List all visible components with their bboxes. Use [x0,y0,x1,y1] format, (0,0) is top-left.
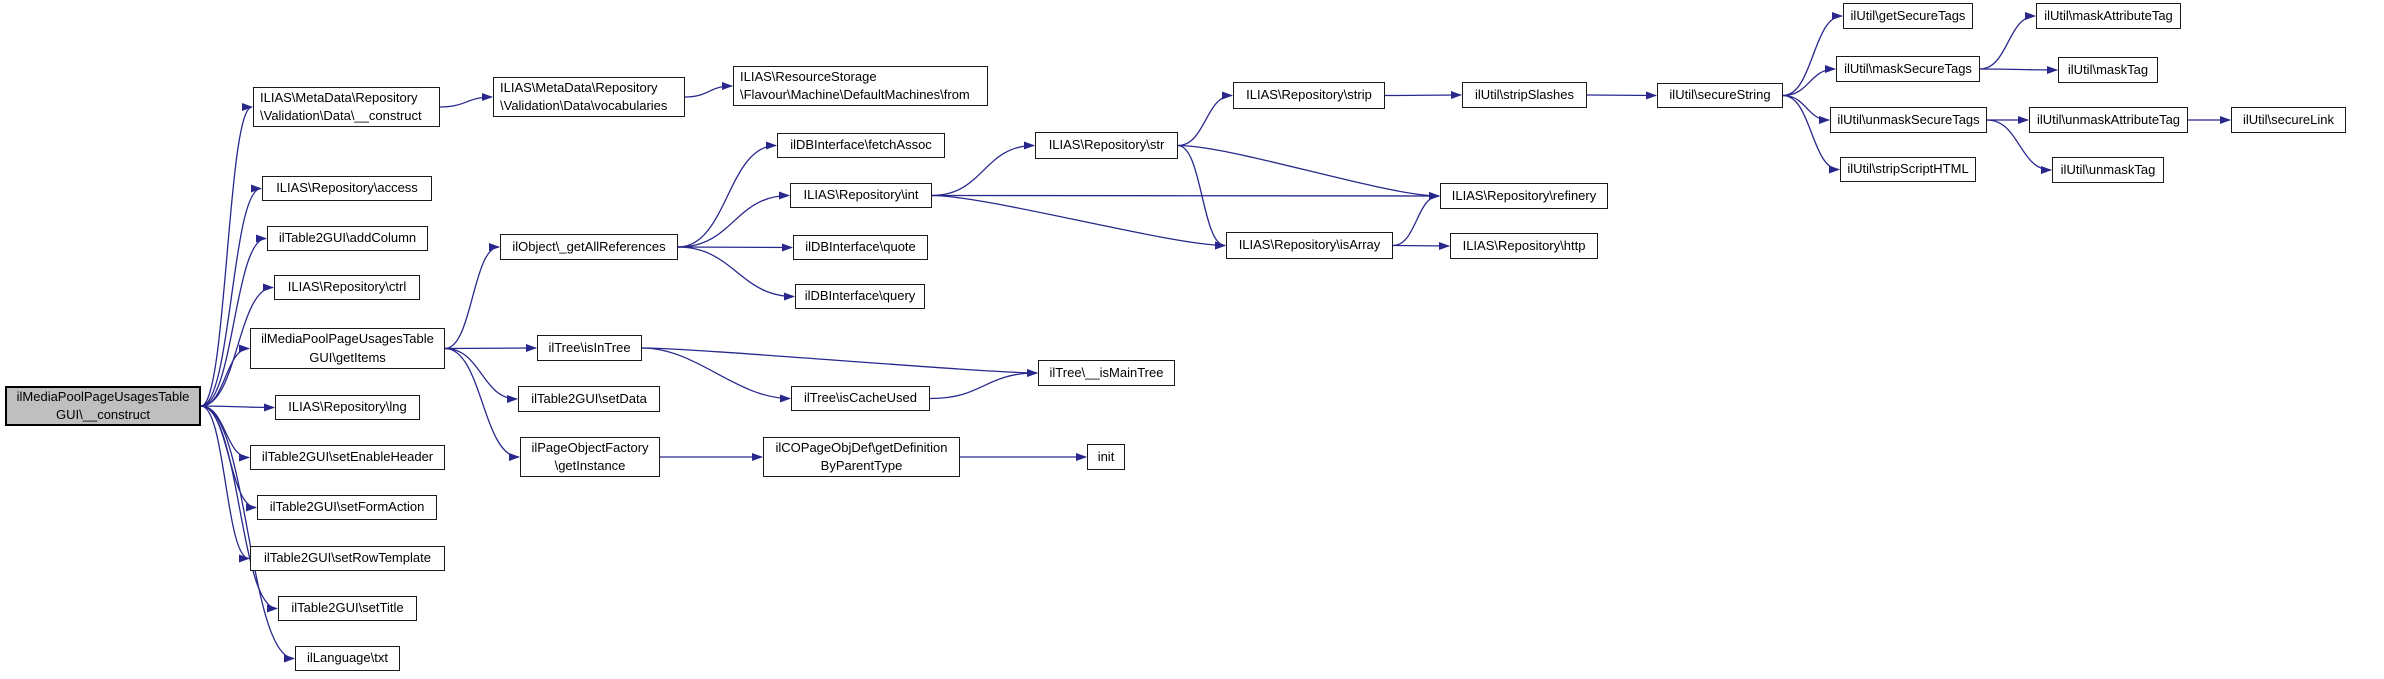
node-secure_string[interactable]: ilUtil\secureString [1657,83,1783,108]
edge-root-access [200,184,262,407]
edge-secure_string-unmask_secure_tags [1782,94,1830,124]
node-set_title[interactable]: ilTable2GUI\setTitle [278,596,417,621]
edge-strip_slashes-secure_string [1586,91,1657,100]
edge-mask_secure_tags-mask_tag [1979,65,2058,74]
node-fetch_assoc[interactable]: ilDBInterface\fetchAssoc [777,133,945,158]
edge-is_array-http [1392,241,1450,250]
edge-root-add_column [200,234,267,407]
edge-get_items-get_all_references [444,243,500,350]
node-set_row_template[interactable]: ilTable2GUI\setRowTemplate [250,546,445,571]
node-get_instance[interactable]: ilPageObjectFactory \getInstance [520,437,660,477]
node-get_all_references[interactable]: ilObject\_getAllReferences [500,234,678,260]
edge-is_cache_used-is_main_tree [929,369,1038,400]
node-txt[interactable]: ilLanguage\txt [295,646,400,671]
edge-int-is_array [931,194,1226,250]
node-init[interactable]: init [1087,444,1125,470]
node-set_form_action[interactable]: ilTable2GUI\setFormAction [257,495,437,520]
edge-get_all_references-quote [677,243,793,252]
node-lng[interactable]: ILIAS\Repository\lng [275,395,420,420]
edge-get_items-is_in_tree [444,344,537,353]
node-http[interactable]: ILIAS\Repository\http [1450,233,1598,259]
node-root: ilMediaPoolPageUsagesTable GUI\__constru… [5,386,201,426]
node-strip[interactable]: ILIAS\Repository\strip [1233,82,1385,109]
node-quote[interactable]: ilDBInterface\quote [793,235,928,260]
edge-secure_string-get_secure_tags [1782,12,1843,97]
node-strip_script_html[interactable]: ilUtil\stripScriptHTML [1840,157,1976,182]
node-secure_link[interactable]: ilUtil\secureLink [2231,107,2346,133]
edge-strip-strip_slashes [1384,91,1462,100]
edge-root-get_items [200,344,250,407]
node-access[interactable]: ILIAS\Repository\access [262,176,432,201]
edge-str-strip [1177,91,1233,147]
edge-root-set_row_template [200,405,250,563]
node-mask_tag[interactable]: ilUtil\maskTag [2058,57,2158,83]
edge-root-set_form_action [200,405,257,512]
edge-int-str [931,141,1035,197]
node-unmask_tag[interactable]: ilUtil\unmaskTag [2052,157,2164,183]
edge-root-md_construct [200,103,253,407]
node-str[interactable]: ILIAS\Repository\str [1035,132,1178,159]
edge-vocabularies-from [684,82,733,98]
node-mask_attribute_tag[interactable]: ilUtil\maskAttributeTag [2036,3,2181,29]
node-vocabularies[interactable]: ILIAS\MetaData\Repository \Validation\Da… [493,77,685,117]
node-is_array[interactable]: ILIAS\Repository\isArray [1226,232,1393,259]
edge-str-refinery [1177,144,1440,200]
edge-mask_secure_tags-mask_attribute_tag [1979,12,2036,70]
node-ctrl[interactable]: ILIAS\Repository\ctrl [274,275,420,300]
edge-get_items-set_data [444,347,518,403]
edge-int-refinery [931,191,1440,200]
edge-get_all_references-query [677,246,795,301]
node-get_secure_tags[interactable]: ilUtil\getSecureTags [1843,3,1973,29]
edge-is_in_tree-is_cache_used [641,347,791,403]
node-is_in_tree[interactable]: ilTree\isInTree [537,335,642,361]
node-get_items[interactable]: ilMediaPoolPageUsagesTable GUI\getItems [250,328,445,369]
edge-get_items-get_instance [444,347,520,461]
node-set_data[interactable]: ilTable2GUI\setData [518,386,660,412]
node-strip_slashes[interactable]: ilUtil\stripSlashes [1462,82,1587,108]
node-set_enable_header[interactable]: ilTable2GUI\setEnableHeader [250,445,445,470]
node-unmask_attribute_tag[interactable]: ilUtil\unmaskAttributeTag [2029,107,2188,133]
node-add_column[interactable]: ilTable2GUI\addColumn [267,226,428,251]
node-query[interactable]: ilDBInterface\query [795,284,925,309]
edge-md_construct-vocabularies [439,93,493,108]
edge-root-set_enable_header [200,405,250,462]
edge-root-lng [200,403,275,412]
node-is_cache_used[interactable]: ilTree\isCacheUsed [791,386,930,411]
node-from[interactable]: ILIAS\ResourceStorage \Flavour\Machine\D… [733,66,988,106]
node-is_main_tree[interactable]: ilTree\__isMainTree [1038,360,1175,386]
edge-get_all_references-fetch_assoc [677,141,777,248]
edge-str-is_array [1177,144,1226,250]
edge-is_in_tree-is_main_tree [641,347,1038,377]
edge-is_array-refinery [1392,192,1440,247]
node-int[interactable]: ILIAS\Repository\int [790,183,932,208]
node-unmask_secure_tags[interactable]: ilUtil\unmaskSecureTags [1830,107,1987,133]
edge-get_all_references-int [677,191,790,248]
edge-secure_string-mask_secure_tags [1782,65,1836,97]
node-mask_secure_tags[interactable]: ilUtil\maskSecureTags [1836,56,1980,82]
node-refinery[interactable]: ILIAS\Repository\refinery [1440,183,1608,209]
node-md_construct[interactable]: ILIAS\MetaData\Repository \Validation\Da… [253,87,440,127]
node-get_definition_by_parent_type[interactable]: ilCOPageObjDef\getDefinition ByParentTyp… [763,437,960,477]
